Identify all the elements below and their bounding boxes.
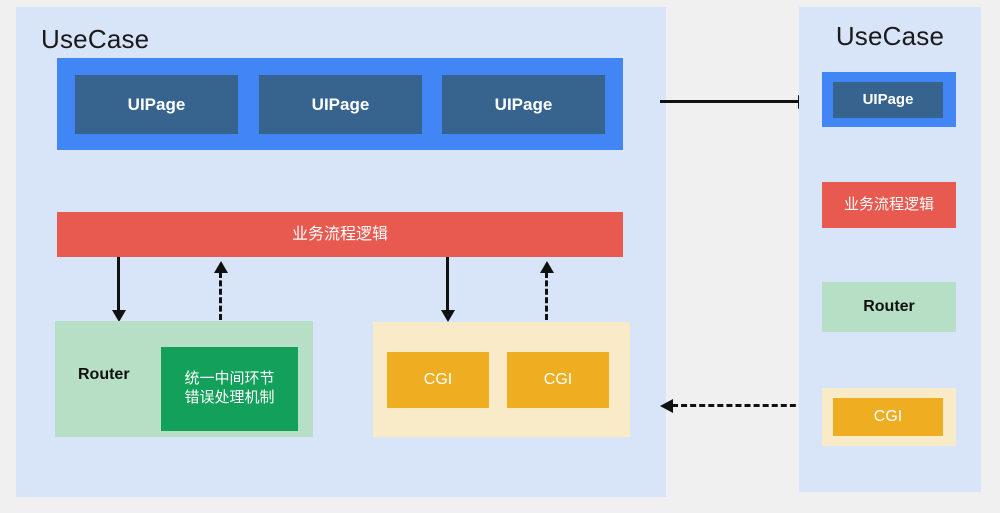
business-logic-band[interactable]: 业务流程逻辑: [57, 212, 623, 257]
middleware-box[interactable]: 统一中间环节 错误处理机制: [161, 347, 298, 431]
cgi-up-connector-line: [545, 272, 548, 320]
right-cgi-label: CGI: [873, 408, 903, 425]
cgi-up-arrowhead: [540, 261, 554, 273]
middleware-line-2: 错误处理机制: [184, 389, 275, 406]
right-panel-title: UseCase: [835, 21, 945, 51]
right-router-box[interactable]: Router: [822, 282, 956, 332]
router-up-connector-line: [219, 272, 222, 320]
cgi-down-arrowhead: [441, 310, 455, 322]
uipage-box-1[interactable]: UIPage: [75, 75, 238, 134]
uipage-label-3: UIPage: [494, 94, 553, 114]
middleware-line-1: 统一中间环节: [184, 370, 275, 388]
business-logic-label: 业务流程逻辑: [291, 225, 388, 243]
uipage-label-2: UIPage: [311, 94, 370, 114]
uipage-box-2[interactable]: UIPage: [259, 75, 422, 134]
cgi-box-2[interactable]: CGI: [507, 352, 609, 408]
right-router-label: Router: [863, 298, 915, 315]
cgi-group: CGI CGI: [373, 322, 630, 437]
right-business-label: 业务流程逻辑: [843, 195, 934, 213]
left-panel-title: UseCase: [41, 24, 150, 54]
router-down-connector-line: [117, 257, 120, 313]
cgi-label-2: CGI: [543, 371, 573, 388]
cgi-down-connector-line: [446, 257, 449, 313]
router-group: Router 统一中间环节 错误处理机制: [55, 321, 313, 437]
right-cgi-box[interactable]: CGI: [833, 398, 943, 436]
cgi-box-1[interactable]: CGI: [387, 352, 489, 408]
uipage-label-1: UIPage: [127, 94, 186, 114]
right-uipage-label: UIPage: [862, 90, 914, 108]
cgi-label-1: CGI: [423, 371, 453, 388]
bottom-transition-arrowhead: [660, 399, 673, 413]
router-down-arrowhead: [112, 310, 126, 322]
bottom-transition-line: [672, 404, 814, 407]
top-transition-line: [660, 100, 802, 103]
router-up-arrowhead: [214, 261, 228, 273]
right-business-box[interactable]: 业务流程逻辑: [822, 182, 956, 228]
right-uipage-box[interactable]: UIPage: [833, 82, 943, 118]
router-label: Router: [78, 366, 130, 383]
uipage-box-3[interactable]: UIPage: [442, 75, 605, 134]
